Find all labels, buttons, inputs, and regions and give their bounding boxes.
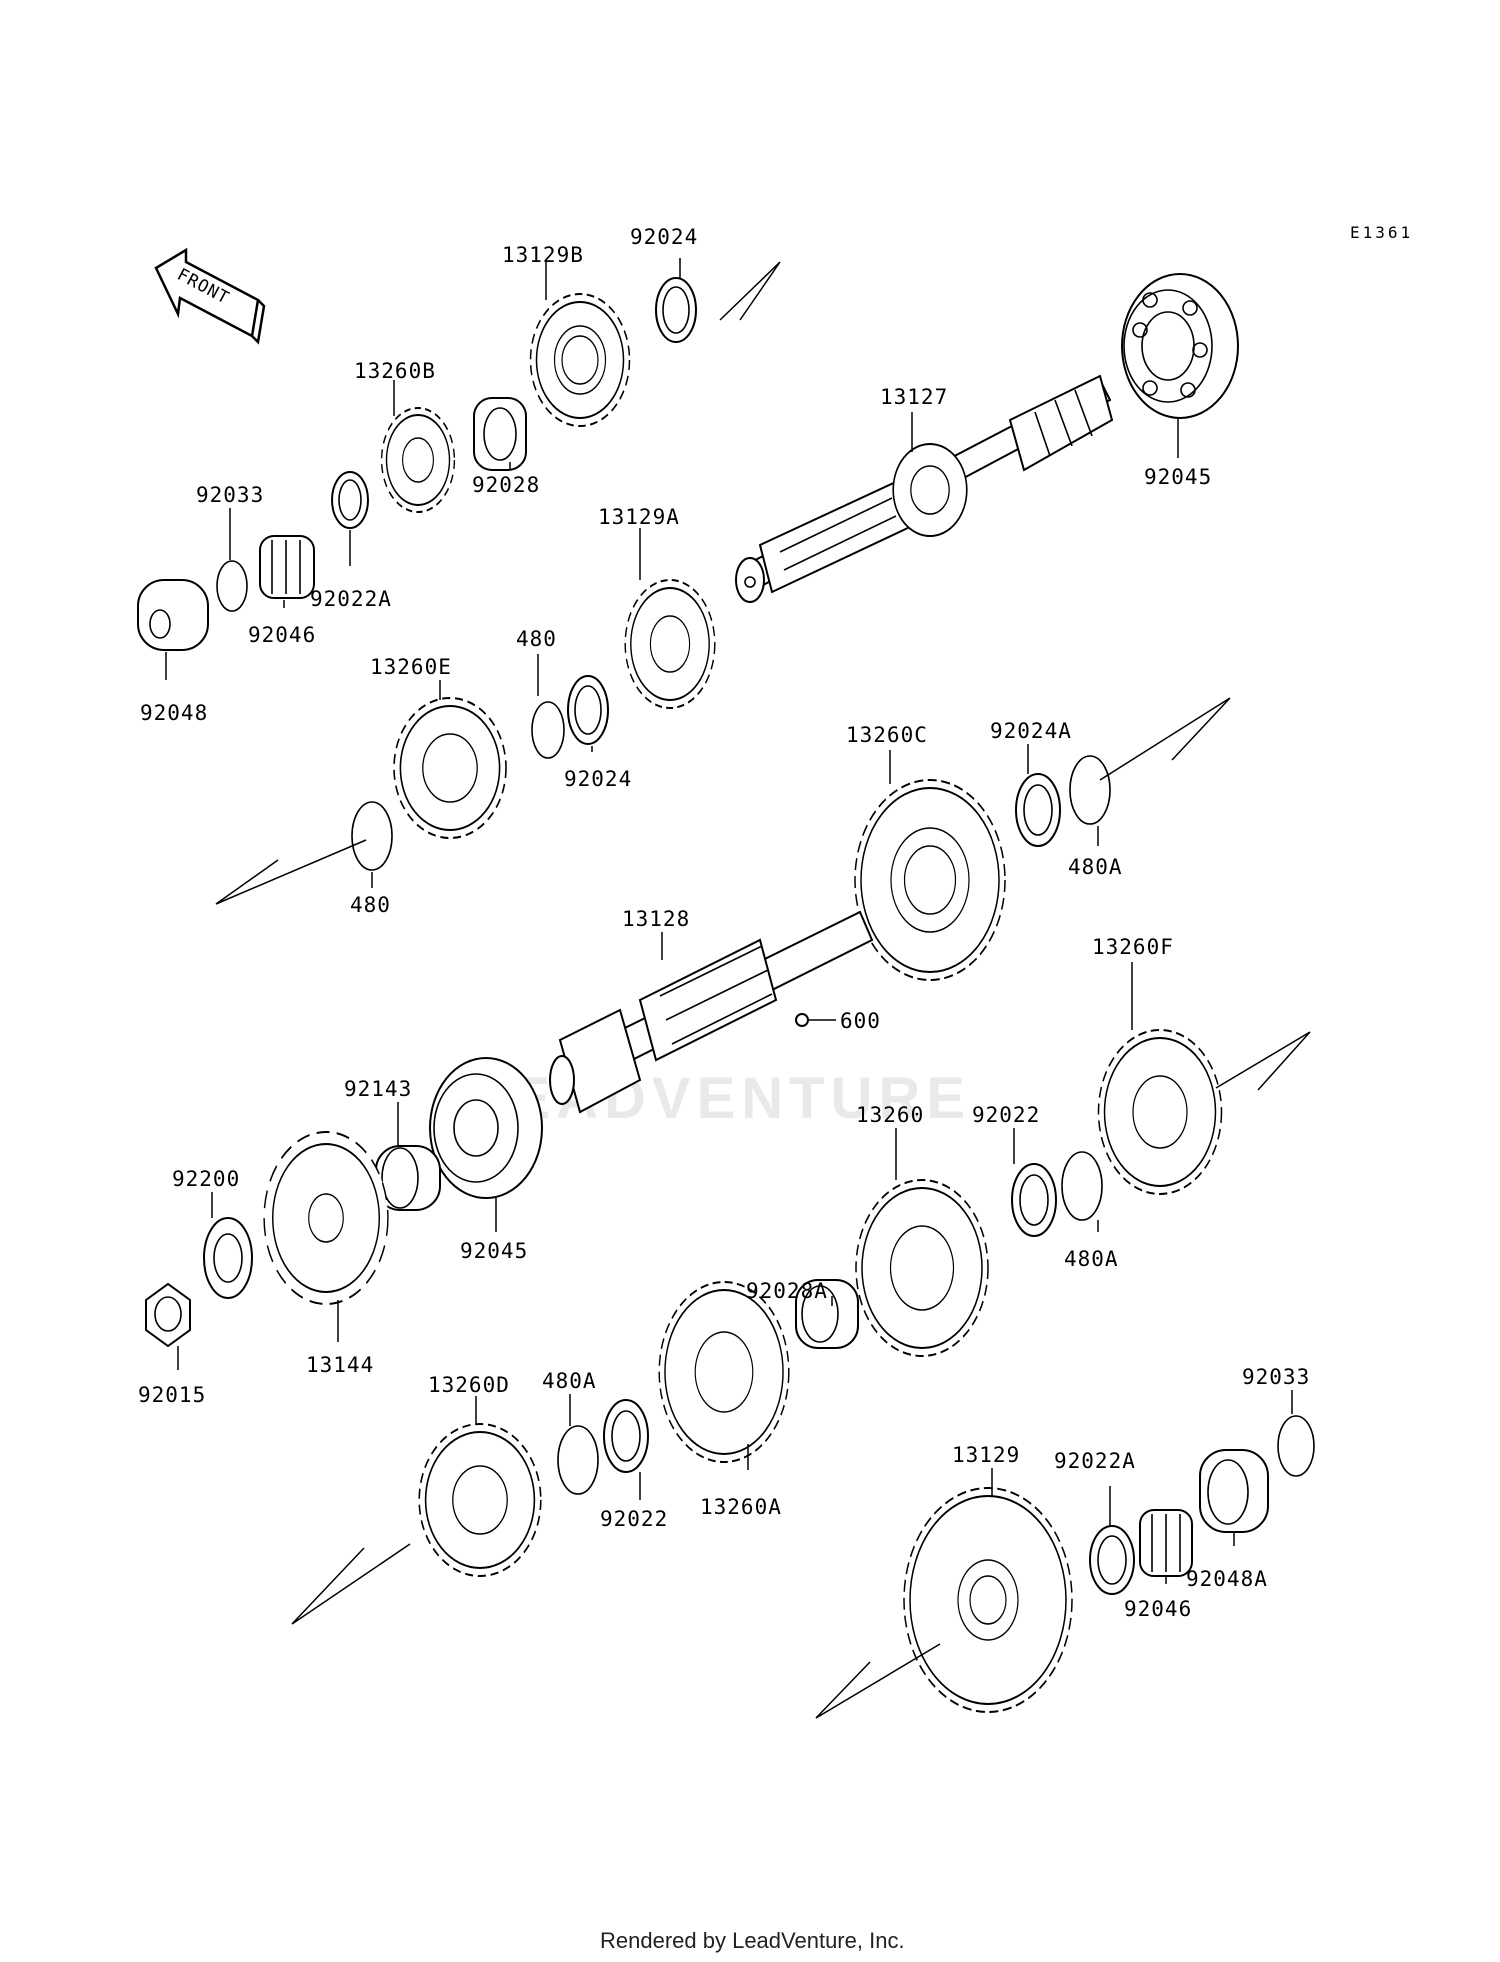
circlip-480A-mid bbox=[1061, 1151, 1103, 1221]
gear-13260B bbox=[380, 407, 456, 513]
part-label[interactable]: 92033 bbox=[1242, 1365, 1310, 1389]
part-label[interactable]: 92015 bbox=[138, 1383, 206, 1407]
part-label[interactable]: 92028 bbox=[472, 473, 540, 497]
washer-92022-mid bbox=[1011, 1163, 1057, 1237]
assembly-axis-lines bbox=[215, 261, 1311, 1719]
gear-13260C bbox=[854, 779, 1006, 981]
part-label[interactable]: 13260A bbox=[700, 1495, 782, 1519]
part-label[interactable]: 13129 bbox=[952, 1443, 1020, 1467]
part-label[interactable]: 13260E bbox=[370, 655, 452, 679]
bushing-92028A bbox=[795, 1279, 859, 1349]
gear-13129B bbox=[529, 293, 631, 427]
output-shaft-13128 bbox=[549, 910, 874, 1114]
part-label[interactable]: 92143 bbox=[344, 1077, 412, 1101]
part-label[interactable]: 92048 bbox=[140, 701, 208, 725]
part-label[interactable]: 600 bbox=[840, 1009, 881, 1033]
circlip-480A-lower bbox=[557, 1425, 599, 1495]
part-label[interactable]: 480A bbox=[1068, 855, 1123, 879]
gear-13260A bbox=[658, 1281, 790, 1463]
part-label[interactable]: 92022A bbox=[310, 587, 392, 611]
gear-13260E bbox=[393, 697, 507, 839]
part-label[interactable]: 92046 bbox=[248, 623, 316, 647]
bushing-92028 bbox=[473, 397, 527, 471]
washer-92022A-lower bbox=[1089, 1525, 1135, 1595]
collar-92048A bbox=[1199, 1449, 1269, 1533]
part-label[interactable]: 92045 bbox=[1144, 465, 1212, 489]
bushing-92143 bbox=[375, 1145, 441, 1211]
part-label[interactable]: 13260B bbox=[354, 359, 436, 383]
lock-washer-92200 bbox=[203, 1217, 253, 1299]
part-label[interactable]: 92024 bbox=[630, 225, 698, 249]
gear-13260F bbox=[1097, 1029, 1223, 1195]
part-label[interactable]: 13129B bbox=[502, 243, 584, 267]
diagram-code: E1361 bbox=[1350, 223, 1413, 242]
circlip-92033-top bbox=[216, 560, 248, 612]
part-label[interactable]: 92046 bbox=[1124, 1597, 1192, 1621]
part-label[interactable]: 13127 bbox=[880, 385, 948, 409]
part-label[interactable]: 92022A bbox=[1054, 1449, 1136, 1473]
part-label[interactable]: 13129A bbox=[598, 505, 680, 529]
footer-credit: Rendered by LeadVenture, Inc. bbox=[600, 1928, 905, 1953]
gear-13260D bbox=[418, 1423, 542, 1577]
nut-92015 bbox=[145, 1282, 191, 1348]
gear-13129A bbox=[624, 579, 716, 709]
part-label[interactable]: 480 bbox=[350, 893, 391, 917]
washer-92022-lower bbox=[603, 1399, 649, 1473]
part-600 bbox=[795, 1013, 809, 1027]
ring-92024A bbox=[1015, 773, 1061, 847]
part-label[interactable]: 13260D bbox=[428, 1373, 510, 1397]
leader-lines bbox=[165, 258, 1293, 1584]
part-label[interactable]: 480A bbox=[1064, 1247, 1119, 1271]
part-label[interactable]: 480A bbox=[542, 1369, 597, 1393]
part-label[interactable]: 13260C bbox=[846, 723, 928, 747]
drive-shaft-13127 bbox=[735, 374, 1114, 603]
needle-bearing-92046-lower bbox=[1139, 1509, 1193, 1577]
washer-92022A-top bbox=[331, 471, 369, 529]
part-labels: 13129B 92024 13260B 92033 92028 13127 92… bbox=[138, 225, 1310, 1621]
part-label[interactable]: 92024A bbox=[990, 719, 1072, 743]
part-label[interactable]: 92024 bbox=[564, 767, 632, 791]
front-arrow-icon: FRONT bbox=[154, 247, 266, 345]
part-label[interactable]: 13128 bbox=[622, 907, 690, 931]
part-label[interactable]: 92022 bbox=[600, 1507, 668, 1531]
sprocket-13144 bbox=[263, 1131, 389, 1305]
part-label[interactable]: 13260F bbox=[1092, 935, 1174, 959]
circlip-480-lower bbox=[351, 801, 393, 871]
part-label[interactable]: 13260 bbox=[856, 1103, 924, 1127]
part-label[interactable]: 92028A bbox=[746, 1279, 828, 1303]
part-label[interactable]: 92200 bbox=[172, 1167, 240, 1191]
part-label[interactable]: 13144 bbox=[306, 1353, 374, 1377]
part-label[interactable]: 92045 bbox=[460, 1239, 528, 1263]
needle-bearing-92046-top bbox=[259, 535, 315, 599]
bearing-92045-mid bbox=[429, 1057, 543, 1199]
part-label[interactable]: 92033 bbox=[196, 483, 264, 507]
circlip-480A-top bbox=[1069, 755, 1111, 825]
gear-13129 bbox=[903, 1487, 1073, 1713]
part-label[interactable]: 92022 bbox=[972, 1103, 1040, 1127]
part-label[interactable]: 480 bbox=[516, 627, 557, 651]
part-label[interactable]: 92048A bbox=[1186, 1567, 1268, 1591]
bearing-92045-top bbox=[1121, 273, 1239, 419]
collar-92048 bbox=[137, 579, 209, 651]
circlip-480-mid bbox=[531, 701, 565, 759]
gear-13260 bbox=[855, 1179, 989, 1357]
circlip-92033-lower bbox=[1277, 1415, 1315, 1477]
